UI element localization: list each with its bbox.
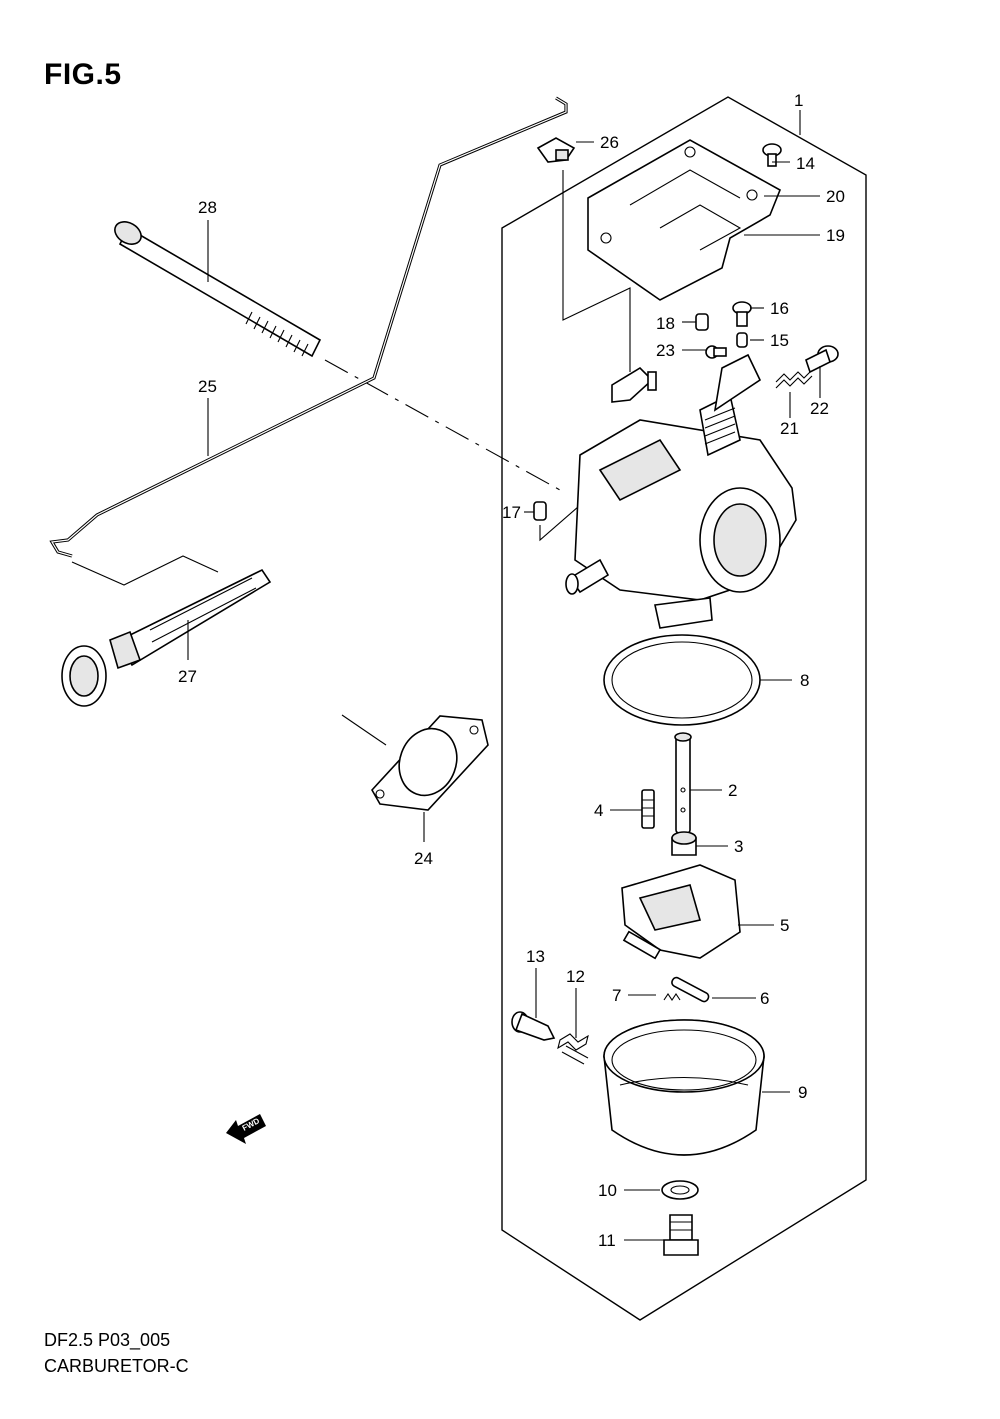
needle-part (674, 732, 692, 834)
part-label-11: 11 (598, 1231, 616, 1250)
rod-part (49, 96, 568, 558)
screw-14-part (762, 143, 782, 167)
part-label-16: 16 (770, 299, 789, 318)
rod-part-inner (51, 97, 567, 557)
washer-part (661, 1180, 699, 1200)
gasket-plate-part (587, 139, 782, 301)
part-label-28: 28 (198, 198, 217, 217)
part-label-25: 25 (198, 377, 217, 396)
part-label-17: 17 (502, 503, 521, 522)
long-screw-part (114, 221, 322, 358)
figure-code: DF2.5 P03_005 (44, 1330, 171, 1350)
assembly-outline (501, 96, 867, 1321)
part-label-19: 19 (826, 226, 845, 245)
figure-name: CARBURETOR-C (44, 1356, 189, 1376)
part-label-3: 3 (734, 837, 743, 856)
alignment-line-26 (562, 170, 631, 372)
small-spring-part (663, 993, 681, 1001)
figure-title: FIG.5 (44, 58, 122, 91)
plug-17-part (533, 501, 547, 521)
valve-part (641, 789, 655, 829)
part-label-7: 7 (612, 986, 621, 1005)
pin-part (671, 976, 710, 1003)
carburetor-body-part (565, 353, 797, 629)
flange-gasket-part (371, 715, 489, 811)
part-label-14: 14 (796, 154, 815, 173)
spring-screw-part (775, 345, 839, 389)
drain-bolt-part (663, 1214, 699, 1256)
jet-part (671, 831, 697, 856)
part-label-8: 8 (800, 671, 809, 690)
float-bowl-part (603, 1019, 765, 1156)
part-label-27: 27 (178, 667, 197, 686)
fwd-arrow-icon: FWD (226, 1114, 266, 1144)
part-label-22: 22 (810, 399, 829, 418)
part-label-12: 12 (566, 967, 585, 986)
small-parts-group (695, 301, 752, 359)
adjust-spring-part (557, 1033, 589, 1065)
alignment-line-28 (324, 359, 561, 491)
part-label-10: 10 (598, 1181, 617, 1200)
part-label-24: 24 (414, 849, 433, 868)
part-label-4: 4 (594, 801, 603, 820)
alignment-line-24 (341, 714, 387, 746)
part-label-2: 2 (728, 781, 737, 800)
part-label-5: 5 (780, 916, 789, 935)
part-label-9: 9 (798, 1083, 807, 1102)
part-label-23: 23 (656, 341, 675, 360)
part-label-18: 18 (656, 314, 675, 333)
leader-lines (187, 110, 821, 1241)
part-labels: 1 14 20 19 26 28 16 18 15 23 25 22 21 17… (178, 91, 845, 1250)
adjust-screw-part (511, 1011, 556, 1041)
part-label-1: 1 (794, 91, 803, 110)
clip-part (536, 137, 576, 163)
part-label-26: 26 (600, 133, 619, 152)
part-label-20: 20 (826, 187, 845, 206)
part-label-6: 6 (760, 989, 769, 1008)
alignment-line-27 (71, 555, 219, 586)
choke-knob-part (61, 568, 272, 707)
part-label-13: 13 (526, 947, 545, 966)
part-label-21: 21 (780, 419, 799, 438)
float-part (621, 864, 741, 960)
o-ring-part (603, 634, 761, 726)
part-label-15: 15 (770, 331, 789, 350)
